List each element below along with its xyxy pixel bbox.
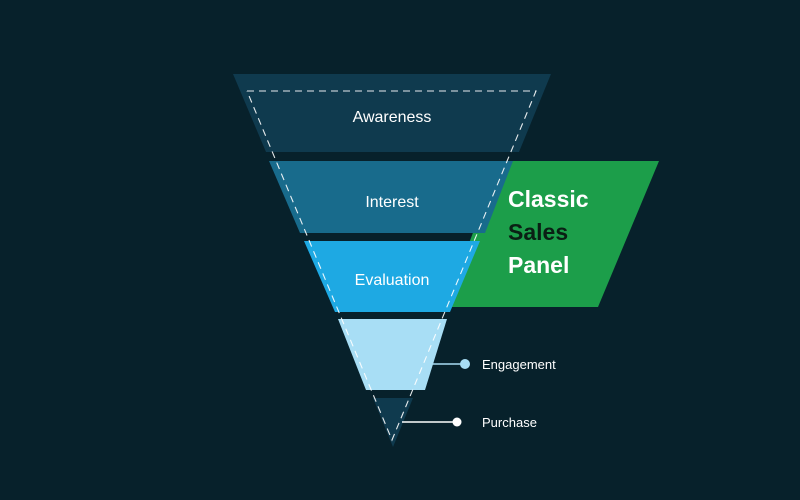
panel-line-1: Classic bbox=[508, 186, 589, 212]
engagement-dot bbox=[460, 359, 470, 369]
interest-band bbox=[269, 161, 513, 233]
awareness-band bbox=[233, 74, 551, 152]
evaluation-band bbox=[304, 241, 480, 312]
awareness-label: Awareness bbox=[353, 109, 432, 126]
evaluation-label: Evaluation bbox=[355, 272, 430, 289]
panel-line-3: Panel bbox=[508, 252, 569, 278]
purchase-band bbox=[373, 398, 413, 447]
panel-line-2: Sales bbox=[508, 219, 568, 245]
purchase-label: Purchase bbox=[482, 415, 537, 430]
engagement-band bbox=[338, 319, 447, 390]
funnel-dashed-outline bbox=[246, 90, 537, 442]
engagement-label: Engagement bbox=[482, 357, 556, 372]
interest-label: Interest bbox=[365, 194, 419, 211]
purchase-dot bbox=[452, 417, 462, 427]
